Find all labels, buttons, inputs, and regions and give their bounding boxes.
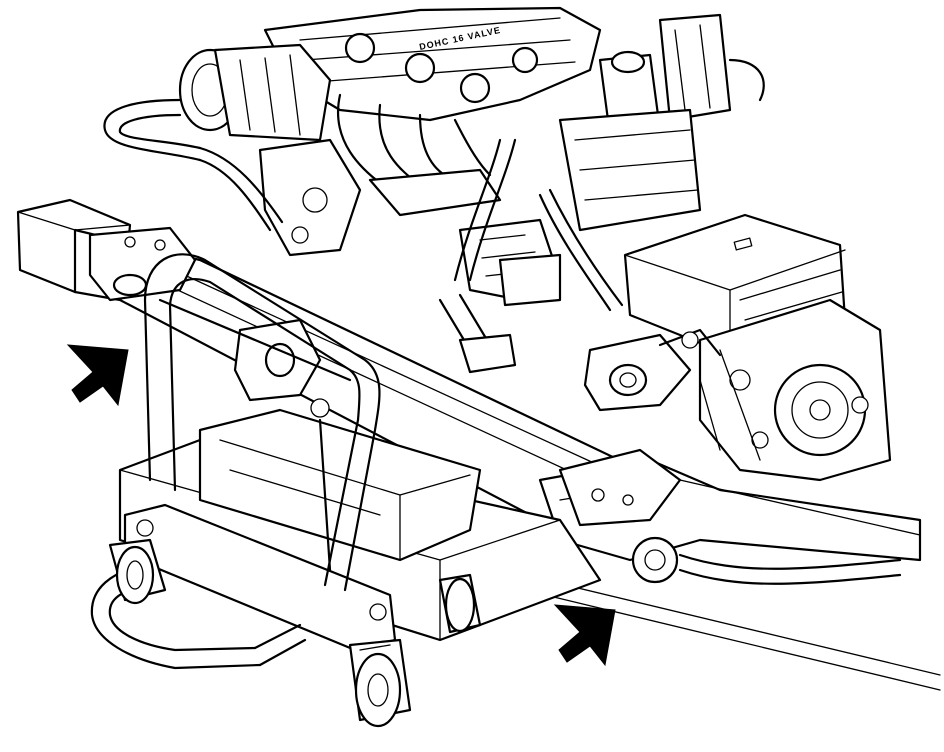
engine-assembly: DOHC 16 VALVE xyxy=(103,6,847,357)
caster-wheel-front xyxy=(348,638,412,728)
engine-cradle xyxy=(16,198,941,691)
caster-wheel-left xyxy=(108,538,167,605)
support-dolly xyxy=(90,253,602,728)
callout-arrow-left xyxy=(66,344,129,407)
transaxle-assembly xyxy=(583,298,892,482)
callout-arrow-right xyxy=(553,604,616,667)
caster-wheel-rear xyxy=(438,573,482,634)
